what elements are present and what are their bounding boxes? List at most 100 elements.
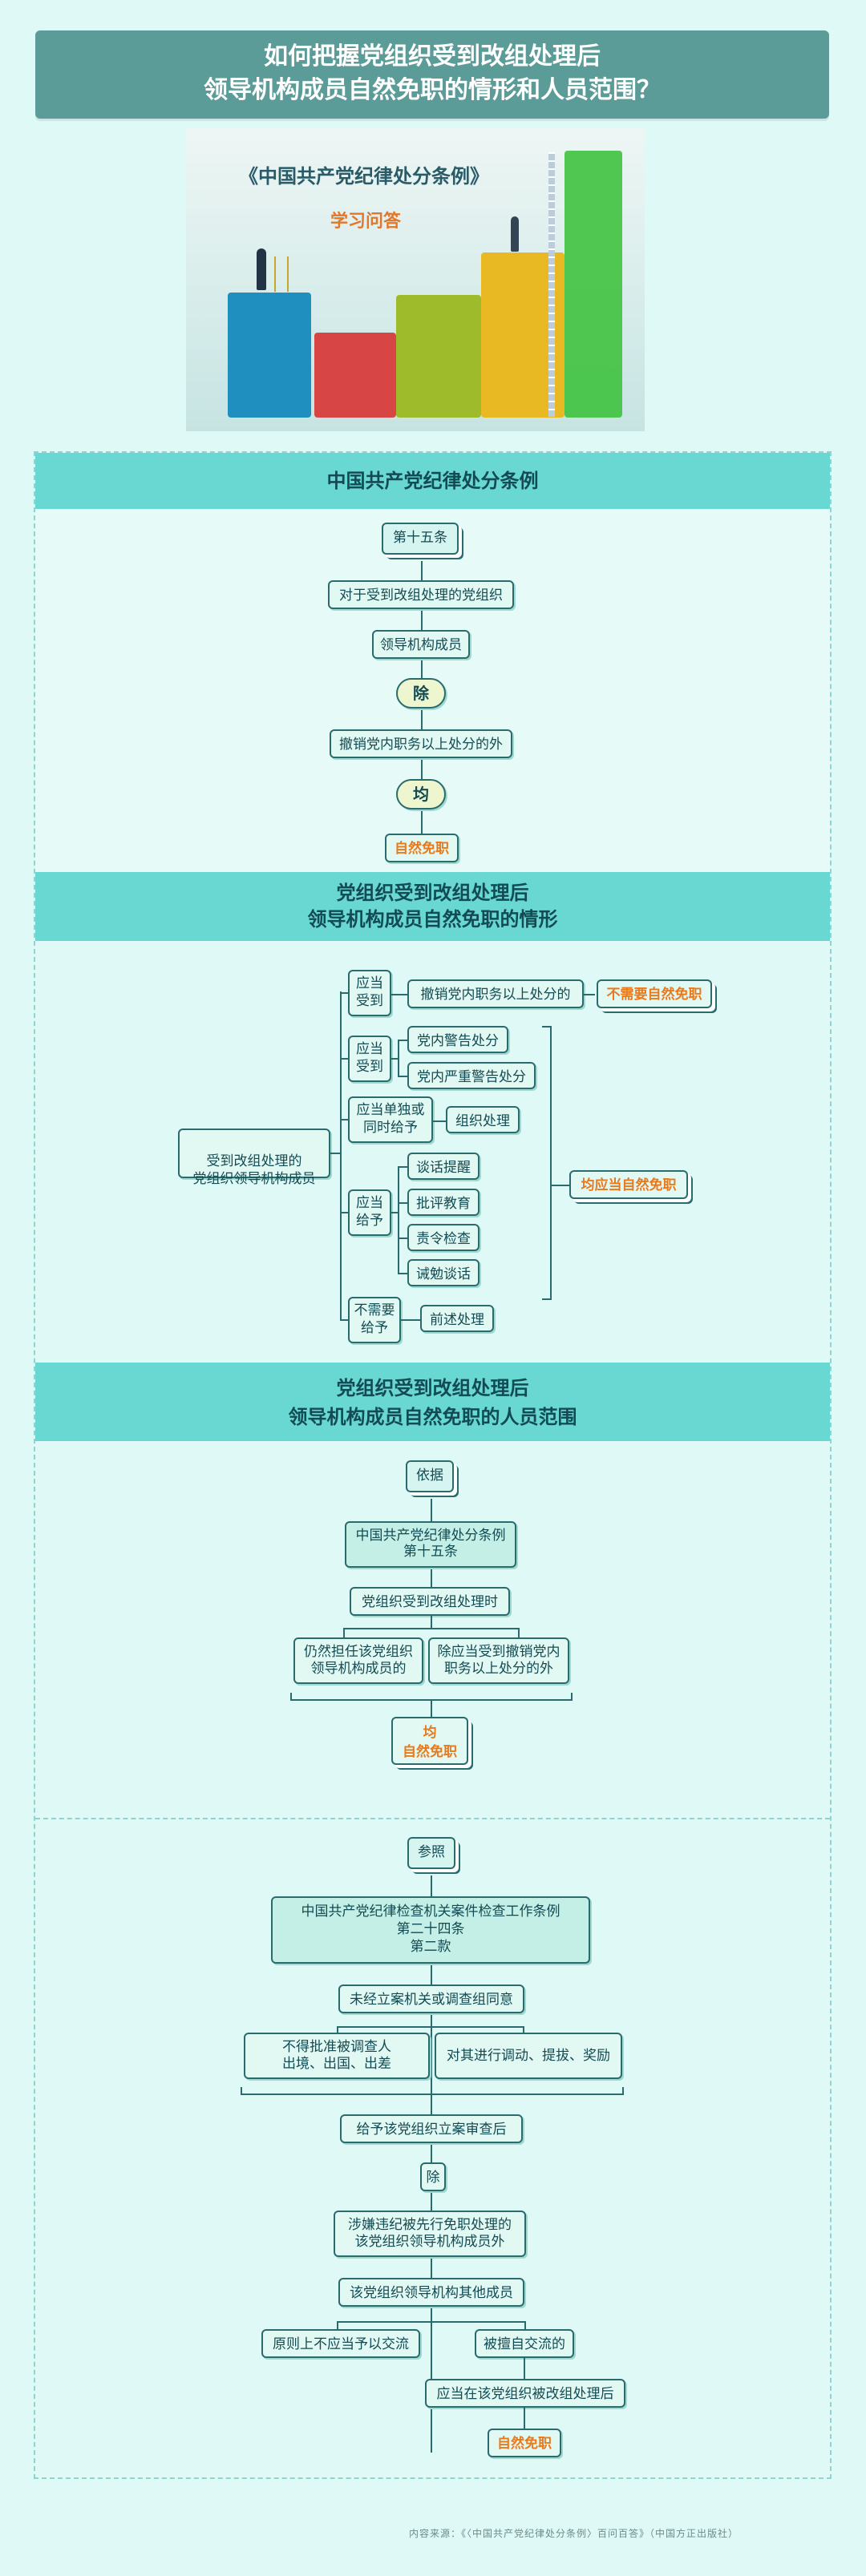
section3-header: 党组织受到改组处理后 领导机构成员自然免职的人员范围 xyxy=(35,1363,830,1441)
branch-item-admonish: 诫勉谈话 xyxy=(407,1259,480,1286)
except-node: 除 xyxy=(396,678,446,709)
item-tick-2b xyxy=(398,1076,407,1077)
after-investigation-node: 给予该党组织立案审查后 xyxy=(340,2114,523,2143)
figure-icon-2 xyxy=(511,216,519,252)
green-block xyxy=(565,151,622,418)
hero-image: 《中国共产党纪律处分条例》 学习问答 xyxy=(186,128,645,431)
red-block xyxy=(314,333,396,418)
title-line-2: 领导机构成员自然免职的情形和人员范围？ xyxy=(204,76,661,104)
branch-item-aforementioned: 前述处理 xyxy=(420,1305,494,1332)
branch-item-warning: 党内警告处分 xyxy=(407,1026,508,1053)
except-node-s4: 除 xyxy=(420,2162,446,2191)
no-need-connector xyxy=(584,994,595,995)
result-connector-s3 xyxy=(431,1701,432,1717)
item-spine-4 xyxy=(398,1166,399,1273)
item-tick-2a xyxy=(398,1040,407,1041)
split-right-s4 xyxy=(523,2026,524,2034)
section1-trunk-line xyxy=(421,561,423,858)
item-tick-4 xyxy=(391,1212,399,1213)
regulation-node-s3: 中国共产党纪律处分条例 第十五条 xyxy=(345,1521,516,1568)
branch-label-5: 不需要 给予 xyxy=(348,1297,401,1343)
section2-root-text: 受到改组处理的 党组织领导机构成员 xyxy=(192,1153,316,1187)
olive-block xyxy=(396,295,481,418)
reorganized-org-node: 对于受到改组处理的党组织 xyxy=(328,580,514,609)
after-reorganization-node: 应当在该党组织被改组处理后 xyxy=(425,2379,625,2408)
split-left-s3 xyxy=(343,1628,345,1637)
without-consent-node: 未经立案机关或调查组同意 xyxy=(338,1984,524,2013)
bracket-s4 xyxy=(241,2087,624,2095)
split-left-s4b xyxy=(337,2321,338,2331)
item-tick-3 xyxy=(433,1120,447,1122)
branch-label-4-text: 应当 给予 xyxy=(356,1195,383,1229)
hero-subtitle: 学习问答 xyxy=(330,211,402,232)
branch-label-4: 应当 给予 xyxy=(348,1189,391,1236)
section2-root-node: 受到改组处理的 党组织领导机构成员 xyxy=(178,1129,330,1187)
bracket-s3 xyxy=(290,1693,573,1701)
other-members-node: 该党组织领导机构其他成员 xyxy=(338,2278,524,2307)
section1-header-text: 中国共产党纪律处分条例 xyxy=(326,470,539,492)
result-connector-s4 xyxy=(524,2408,525,2437)
basis-node: 依据 xyxy=(406,1460,454,1492)
hero-book-title: 《中国共产党纪律处分条例》 xyxy=(239,164,489,188)
branch-tick-3 xyxy=(340,1119,350,1120)
no-travel-text: 不得批准被调查人 出境、出国、出差 xyxy=(282,2039,391,2072)
regulation-node-s4: 中国共产党纪律检查机关案件检查工作条例 第二十四条 第二款 xyxy=(271,1896,590,1964)
all-node: 均 xyxy=(396,779,446,810)
item-tick-4a xyxy=(398,1166,407,1168)
branch-item-reminder: 谈话提醒 xyxy=(407,1153,480,1180)
branch-label-5-text: 不需要 给予 xyxy=(354,1302,395,1336)
branch-item-self-check: 责令检查 xyxy=(407,1224,480,1251)
branch-tick-2 xyxy=(340,1058,350,1060)
suspended-member-text: 涉嫌违纪被先行免职处理的 该党组织领导机构成员外 xyxy=(348,2217,512,2250)
result-s3-text: 均 自然免职 xyxy=(403,1725,457,1760)
when-down xyxy=(431,1616,432,1629)
article-15-node: 第十五条 xyxy=(382,523,459,555)
split-right-s4b xyxy=(524,2321,526,2331)
tripod-icon xyxy=(274,256,289,292)
branch-label-3: 应当单独或 同时给予 xyxy=(348,1096,433,1143)
result-node-s3: 均 自然免职 xyxy=(391,1717,468,1765)
branch-label-2-text: 应当 受到 xyxy=(356,1041,383,1075)
section2-header: 党组织受到改组处理后 领导机构成员自然免职的情形 xyxy=(35,872,830,941)
section2-header-line2: 领导机构成员自然免职的情形 xyxy=(307,908,558,931)
natural-dismissal-node: 自然免职 xyxy=(385,834,459,862)
regulation-s4-text: 中国共产党纪律检查机关案件检查工作条例 第二十四条 第二款 xyxy=(301,1904,560,1955)
branch-tick-1 xyxy=(340,992,350,994)
no-promotion-node: 对其进行调动、提拔、奖励 xyxy=(435,2033,622,2079)
revoke-duty-node: 撤销党内职务以上处分的外 xyxy=(330,729,512,758)
split-line-s4b xyxy=(337,2321,526,2323)
branch-tick-5 xyxy=(340,1319,350,1321)
page-title: 如何把握党组织受到改组处理后 领导机构成员自然免职的情形和人员范围？ xyxy=(35,30,829,119)
still-holding-node: 仍然担任该党组织 领导机构成员的 xyxy=(293,1637,423,1684)
branch-item-serious-warning: 党内严重警告处分 xyxy=(407,1062,536,1089)
branch-label-3-text: 应当单独或 同时给予 xyxy=(356,1102,425,1136)
no-travel-node: 不得批准被调查人 出境、出国、出差 xyxy=(244,2033,430,2079)
section2-header-line1: 党组织受到改组处理后 xyxy=(336,882,529,904)
branch-tick-4 xyxy=(340,1212,350,1213)
still-holding-text: 仍然担任该党组织 领导机构成员的 xyxy=(304,1644,413,1677)
branch-label-1-text: 应当 受到 xyxy=(356,975,383,1009)
split-left-s4 xyxy=(337,2026,338,2034)
branch-item-revoke: 撤销党内职务以上处分的 xyxy=(407,979,584,1008)
section-divider xyxy=(35,1818,830,1819)
no-exchange-node: 原则上不应当予以交流 xyxy=(261,2329,420,2358)
source-note: 内容来源：《〈中国共产党纪律处分条例〉百问百答》（中国方正出版社） xyxy=(409,2528,739,2539)
result-node-s4: 自然免职 xyxy=(488,2429,561,2457)
when-reorganized-node: 党组织受到改组处理时 xyxy=(350,1587,510,1616)
suspended-member-node: 涉嫌违纪被先行免职处理的 该党组织领导机构成员外 xyxy=(334,2211,526,2257)
item-tick-2 xyxy=(391,1058,399,1060)
except-revoke-text: 除应当受到撤销党内 职务以上处分的外 xyxy=(437,1644,560,1677)
no-need-dismissal-node: 不需要自然免职 xyxy=(597,979,712,1008)
should-dismissal-node: 均应当自然免职 xyxy=(569,1170,688,1199)
branch-spine xyxy=(340,991,342,1320)
branch-label-1: 应当 受到 xyxy=(348,970,391,1016)
root-connector xyxy=(330,1153,342,1154)
section3-header-line2: 领导机构成员自然免职的人员范围 xyxy=(288,1406,577,1428)
split-line-s3 xyxy=(343,1628,520,1629)
split-right-s3 xyxy=(518,1628,520,1637)
reference-node: 参照 xyxy=(407,1837,455,1869)
item-tick-4b xyxy=(398,1202,407,1204)
branch-label-2: 应当 受到 xyxy=(348,1036,391,1082)
leadership-member-node: 领导机构成员 xyxy=(372,630,470,659)
content-panel xyxy=(34,451,832,2479)
